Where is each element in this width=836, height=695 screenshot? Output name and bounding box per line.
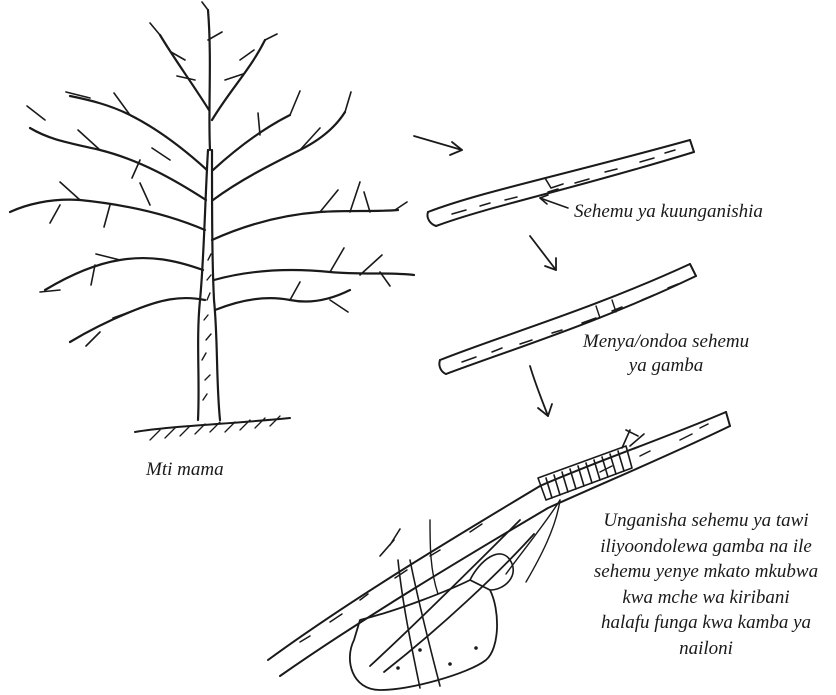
label-peel-bark-line: Menya/ondoa sehemu [556, 330, 776, 354]
instruction-line: sehemu yenye mkato mkubwa [578, 559, 834, 585]
instruction-line: iliyoondolewa gamba na ile [578, 534, 834, 560]
instruction-line: kwa mche wa kiribani [578, 585, 834, 611]
label-peel-bark: Menya/ondoa sehemu ya gamba [556, 330, 776, 378]
label-join-instruction: Unganisha sehemu ya tawi iliyoondolewa g… [578, 508, 834, 661]
instruction-line: Unganisha sehemu ya tawi [578, 508, 834, 534]
arrow-joint-pointer [540, 195, 568, 208]
label-joint-area: Sehemu ya kuunganishia [574, 200, 763, 224]
arrow-branch1-to-branch2 [530, 236, 556, 270]
instruction-line: halafu funga kwa kamba ya [578, 610, 834, 636]
instruction-line: nailoni [578, 636, 834, 662]
arrow-tree-to-branch [414, 136, 462, 155]
label-mother-tree: Mti mama [146, 458, 224, 482]
mother-tree [10, 2, 414, 440]
arrow-branch2-to-graft [530, 366, 552, 416]
label-peel-bark-line: ya gamba [556, 354, 776, 378]
